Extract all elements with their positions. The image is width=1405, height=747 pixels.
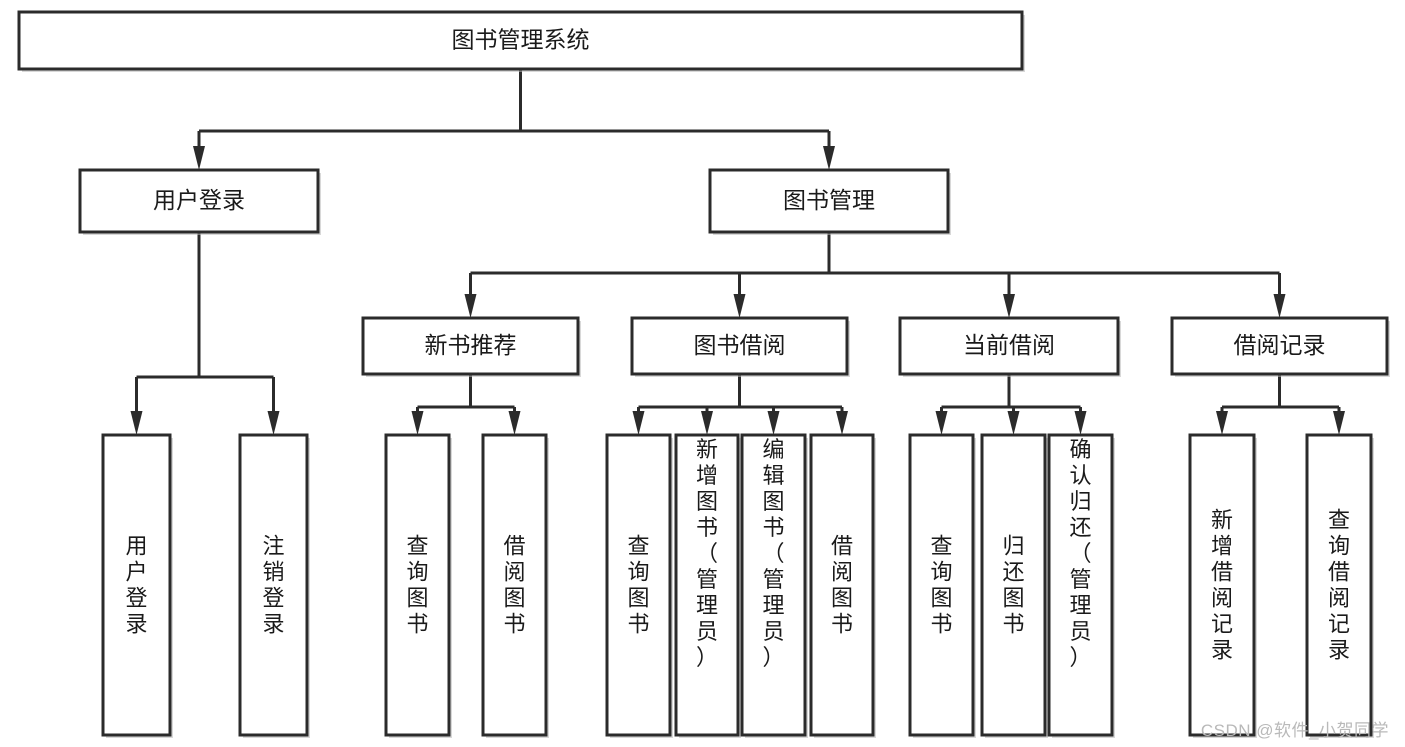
arrow-head <box>1273 294 1286 318</box>
node-rect[interactable] <box>708 168 950 234</box>
arrow-head <box>267 411 280 435</box>
node-label: 注销登录 <box>262 533 284 636</box>
node-rect[interactable] <box>481 433 548 737</box>
node-rect[interactable] <box>980 433 1047 737</box>
arrow-head <box>411 411 424 435</box>
node-rect[interactable] <box>1170 316 1389 376</box>
node-label: 新书推荐 <box>425 332 517 358</box>
node-rect[interactable] <box>908 433 975 737</box>
node-rect[interactable] <box>1047 433 1114 737</box>
arrow-head <box>701 411 713 435</box>
arrow-head <box>935 411 948 435</box>
node-label: 用户登录 <box>153 187 245 213</box>
node-rect[interactable] <box>674 433 740 737</box>
node-leaf-user-login[interactable]: 用户登录 <box>101 433 173 738</box>
node-rect[interactable] <box>605 433 672 737</box>
node-user-login[interactable]: 用户登录 <box>78 168 321 235</box>
node-label: 借阅记录 <box>1234 332 1326 358</box>
node-borrow-record[interactable]: 借阅记录 <box>1170 316 1390 377</box>
node-label: 借阅图书 <box>831 533 853 636</box>
node-leaf-return-book[interactable]: 归还图书 <box>980 433 1048 738</box>
node-rect[interactable] <box>740 433 807 737</box>
node-leaf-query-book-1[interactable]: 查询图书 <box>384 433 452 738</box>
node-rect[interactable] <box>17 10 1024 71</box>
arrow-head <box>733 294 746 318</box>
node-leaf-query-record[interactable]: 查询借阅记录 <box>1305 433 1374 738</box>
arrow-head <box>836 411 848 435</box>
node-label: 图书管理 <box>783 187 875 213</box>
node-rect[interactable] <box>384 433 451 737</box>
node-rect[interactable] <box>630 316 849 376</box>
node-leaf-user-logout[interactable]: 注销登录 <box>238 433 310 738</box>
node-leaf-query-book-3[interactable]: 查询图书 <box>908 433 976 738</box>
connector-layer <box>130 69 1345 435</box>
node-new-book-recommend[interactable]: 新书推荐 <box>361 316 581 377</box>
node-label: 编辑图书（管理员） <box>762 437 784 670</box>
arrow-head <box>632 411 645 435</box>
node-rect[interactable] <box>78 168 320 234</box>
node-book-manage[interactable]: 图书管理 <box>708 168 951 235</box>
node-label: 图书管理系统 <box>452 27 590 53</box>
node-leaf-borrow-book-2[interactable]: 借阅图书 <box>809 433 876 738</box>
node-current-borrow[interactable]: 当前借阅 <box>898 316 1121 377</box>
node-root[interactable]: 图书管理系统 <box>17 10 1025 72</box>
arrow-head <box>130 411 143 435</box>
node-rect[interactable] <box>101 433 172 737</box>
node-leaf-query-book-2[interactable]: 查询图书 <box>605 433 673 738</box>
node-label: 新增借阅记录 <box>1211 507 1233 662</box>
node-leaf-borrow-book-1[interactable]: 借阅图书 <box>481 433 549 738</box>
node-rect[interactable] <box>238 433 309 737</box>
node-rect[interactable] <box>898 316 1120 376</box>
node-label: 查询借阅记录 <box>1328 507 1350 662</box>
node-rect[interactable] <box>361 316 580 376</box>
arrow-head <box>508 411 521 435</box>
arrow-head <box>1333 411 1345 435</box>
node-label: 查询图书 <box>406 533 428 636</box>
arrow-head <box>464 294 477 318</box>
node-label: 查询图书 <box>930 533 952 636</box>
node-rect[interactable] <box>1305 433 1373 737</box>
node-rect[interactable] <box>1188 433 1256 737</box>
node-label: 当前借阅 <box>963 332 1055 358</box>
node-label: 新增图书（管理员） <box>696 437 718 670</box>
node-label: 归还图书 <box>1002 533 1024 636</box>
arrow-head <box>1007 411 1020 435</box>
node-label: 借阅图书 <box>503 533 525 636</box>
arrow-head <box>1074 411 1087 435</box>
node-label: 查询图书 <box>627 533 649 636</box>
node-leaf-confirm-return[interactable]: 确认归还（管理员） <box>1047 433 1115 738</box>
arrow-head <box>1003 294 1015 318</box>
node-leaf-edit-book[interactable]: 编辑图书（管理员） <box>740 433 808 738</box>
arrow-head <box>823 146 835 170</box>
watermark-text: CSDN @软件_小贺同学 <box>1200 721 1389 740</box>
node-label: 用户登录 <box>125 533 147 636</box>
node-leaf-add-book[interactable]: 新增图书（管理员） <box>674 433 741 738</box>
arrow-head <box>1216 411 1228 435</box>
node-rect[interactable] <box>809 433 875 737</box>
node-book-borrow[interactable]: 图书借阅 <box>630 316 850 377</box>
arrow-head <box>767 411 780 435</box>
node-layer: 图书管理系统用户登录图书管理新书推荐图书借阅当前借阅借阅记录用户登录注销登录查询… <box>17 10 1390 738</box>
node-leaf-add-record[interactable]: 新增借阅记录 <box>1188 433 1257 738</box>
node-label: 确认归还（管理员） <box>1069 437 1091 670</box>
arrow-head <box>193 146 205 170</box>
node-label: 图书借阅 <box>694 332 786 358</box>
